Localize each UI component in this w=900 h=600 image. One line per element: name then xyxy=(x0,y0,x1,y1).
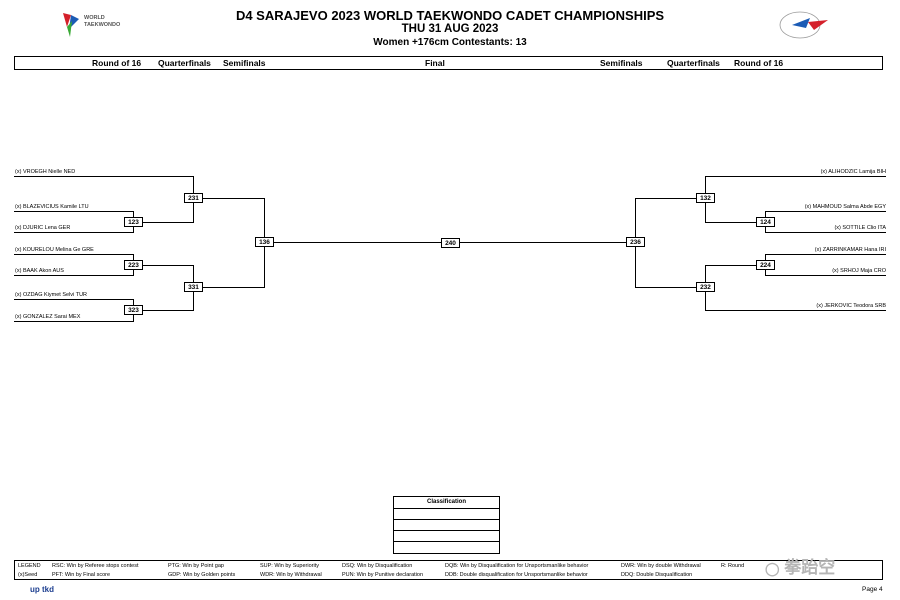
legend-sup: SUP: Win by Superiority xyxy=(260,563,319,569)
left-player-4: (x) KOURELOU Melina Ge GRE xyxy=(15,247,94,253)
match-box-323: 323 xyxy=(124,305,143,315)
watermark: ◯ 拳跆空 xyxy=(765,553,835,578)
round-label-right-sf: Semifinals xyxy=(600,58,643,68)
legend-dsq: DSQ: Win by Disqualification xyxy=(342,563,413,569)
page-number: Page 4 xyxy=(862,586,883,593)
match-box-331: 331 xyxy=(184,282,203,292)
world-taekwondo-logo: WORLD TAEKWONDO xyxy=(60,9,135,39)
legend-dwr: DWR: Win by double Withdrawal xyxy=(621,563,701,569)
event-date: THU 31 AUG 2023 xyxy=(401,23,499,35)
match-box-224: 224 xyxy=(756,260,775,270)
legend-round: R: Round xyxy=(721,563,745,569)
legend-rsc: RSC: Win by Referee stops contest xyxy=(52,563,139,569)
footer-logo: up tkd xyxy=(30,585,54,594)
match-box-231: 231 xyxy=(184,193,203,203)
watermark-text: 拳跆空 xyxy=(784,558,836,577)
classification-title: Classification xyxy=(394,497,499,509)
legend-label: LEGEND xyxy=(18,563,41,569)
round-label-final: Final xyxy=(425,58,445,68)
legend-ddq: DDQ: Double Disqualification xyxy=(621,572,693,578)
round-header-bar: Round of 16 Quarterfinals Semifinals Fin… xyxy=(14,56,883,70)
right-player-5: (x) SRHOJ Maja CRO xyxy=(832,268,886,274)
legend-seed: (x)Seed xyxy=(18,572,38,578)
left-player-5: (x) BAAK Akon AUS xyxy=(15,268,64,274)
right-player-2: (x) MAHMOUD Salma Abde EGY xyxy=(804,204,886,210)
classification-row xyxy=(394,541,499,542)
left-player-1: (x) VROEGH Nielle NED xyxy=(15,169,76,175)
weight-category: Women +176cm Contestants: 13 xyxy=(373,37,527,48)
seal-icon xyxy=(779,11,828,39)
logo-text-taekwondo: TAEKWONDO xyxy=(84,22,121,28)
match-box-124: 124 xyxy=(756,217,775,227)
left-player-6: (x) OZDAG Kiymet Selvi TUR xyxy=(15,292,88,298)
right-player-3: (x) SOTTILE Clio ITA xyxy=(834,225,886,231)
round-label-left-qf: Quarterfinals xyxy=(158,58,211,68)
legend-gdp: GDP: Win by Golden points xyxy=(168,572,236,578)
page-title: D4 SARAJEVO 2023 WORLD TAEKWONDO CADET C… xyxy=(235,8,665,23)
right-player-4: (x) ZARRINKAMAR Hana IRI xyxy=(814,247,886,253)
round-label-left-sf: Semifinals xyxy=(223,58,266,68)
legend-ptg: PTG: Win by Point gap xyxy=(168,563,224,569)
legend-pun: PUN: Win by Punitive declaration xyxy=(342,572,424,578)
match-box-132: 132 xyxy=(696,193,715,203)
legend-dqb: DQB: Win by Disqualification for Unsport… xyxy=(445,563,589,569)
legend-ddb: DDB: Double disqualification for Unsport… xyxy=(445,572,588,578)
watermark-bubble-icon: ◯ xyxy=(765,561,780,576)
legend-pft: PFT: Win by Final score xyxy=(52,572,111,578)
round-label-left-r16: Round of 16 xyxy=(92,58,142,68)
match-box-223: 223 xyxy=(124,260,143,270)
taekwondo-union-seal xyxy=(778,10,836,40)
match-box-123: 123 xyxy=(124,217,143,227)
left-player-7: (x) GONZALEZ Sarai MEX xyxy=(15,314,81,320)
match-box-136: 136 xyxy=(255,237,274,247)
round-label-right-qf: Quarterfinals xyxy=(667,58,720,68)
wt-emblem-icon xyxy=(63,13,79,37)
classification-row xyxy=(394,519,499,520)
legend-wdr: WDR: Win by Withdrawal xyxy=(260,572,322,578)
classification-table: Classification xyxy=(393,496,500,554)
left-player-2: (x) BLAZEVICIUS Kamile LTU xyxy=(15,204,89,210)
round-label-right-r16: Round of 16 xyxy=(734,58,784,68)
match-box-236: 236 xyxy=(626,237,645,247)
logo-text-world: WORLD xyxy=(84,15,105,21)
classification-row xyxy=(394,530,499,531)
match-box-232: 232 xyxy=(696,282,715,292)
left-player-3: (x) DJURIC Lena GER xyxy=(15,225,71,231)
match-box-240: 240 xyxy=(441,238,460,248)
right-player-6: (x) JERKOVIC Teodora SRB xyxy=(816,303,886,309)
legend-box: LEGEND (x)Seed RSC: Win by Referee stops… xyxy=(14,560,883,580)
right-player-1: (x) ALIHODZIC Lamija BIH xyxy=(820,169,886,175)
